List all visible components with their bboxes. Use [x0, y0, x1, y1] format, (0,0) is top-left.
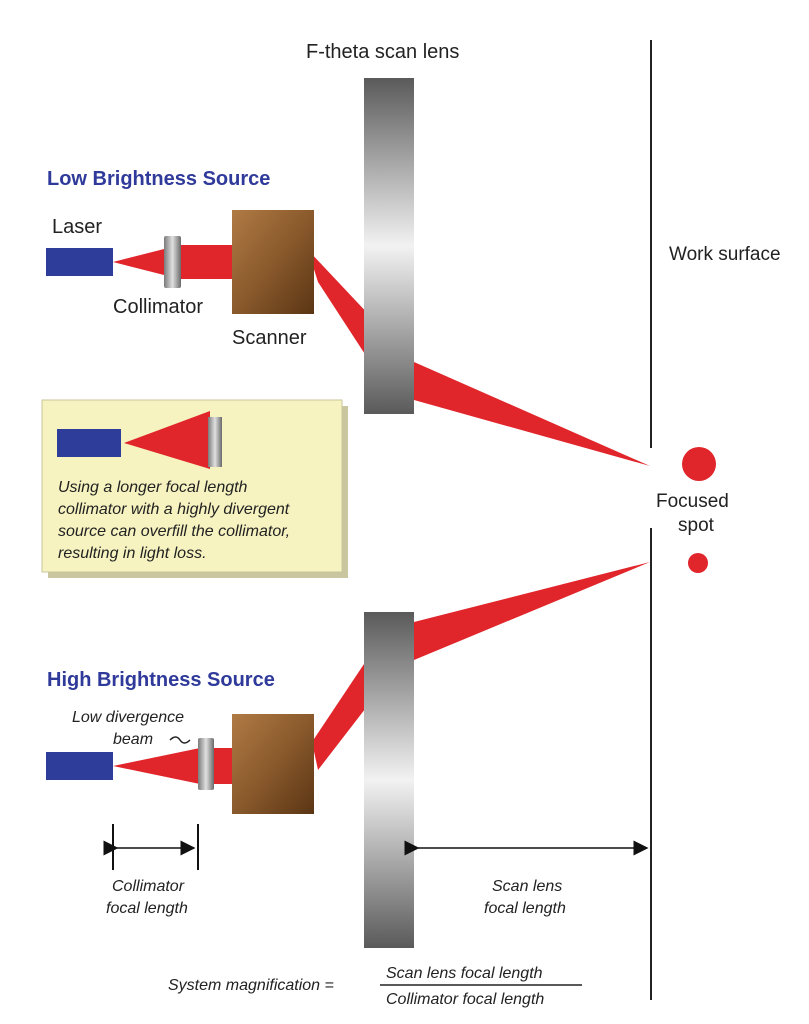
focused-spot-large [682, 447, 716, 481]
scan-lens-bottom [364, 612, 414, 948]
collimator-fl-label-1: Collimator [112, 878, 185, 895]
fraction-numerator: Scan lens focal length [386, 965, 543, 982]
focused-spot-label-1: Focused [656, 491, 729, 512]
fraction-denominator: Collimator focal length [386, 991, 544, 1008]
note-laser-icon [57, 429, 121, 457]
low-brightness-header: Low Brightness Source [47, 168, 270, 190]
scanner-to-lens-beam-bottom [312, 652, 372, 770]
focused-spot-small [688, 553, 708, 573]
lens-title: F-theta scan lens [306, 41, 459, 63]
collimator-top [164, 236, 181, 288]
scanner-to-lens-beam-top [308, 250, 372, 365]
scan-lens-fl-label-1: Scan lens [492, 878, 562, 895]
scan-lens-fl-label-2: focal length [484, 900, 566, 917]
low-divergence-pointer [169, 736, 191, 744]
collimator-bottom [198, 738, 214, 790]
focused-spot-label-2: spot [678, 515, 715, 536]
collimator-label: Collimator [113, 296, 203, 318]
scanner-bottom [232, 714, 314, 814]
low-divergence-label-1: Low divergence [72, 709, 184, 726]
note-line-3: source can overfill the collimator, [58, 523, 290, 540]
laser-label: Laser [52, 216, 102, 238]
scanner-top [232, 210, 314, 314]
lens-to-spot-beam-top [414, 362, 650, 466]
note-line-2: collimator with a highly divergent [58, 501, 290, 518]
note-line-4: resulting in light loss. [58, 545, 207, 562]
work-surface-label: Work surface [669, 244, 781, 265]
note-beam-icon [124, 411, 210, 469]
lens-to-spot-beam-bottom [414, 562, 650, 660]
system-magnification-label: System magnification = [168, 977, 334, 994]
laser-source-bottom [46, 752, 113, 780]
laser-beam-bottom [113, 748, 200, 784]
low-divergence-label-2: beam [113, 731, 153, 748]
note-collimator-icon [208, 417, 222, 467]
scanner-label: Scanner [232, 327, 307, 349]
collimator-fl-label-2: focal length [106, 900, 188, 917]
scan-lens-top [364, 78, 414, 414]
laser-beam-top [113, 248, 168, 276]
laser-source-top [46, 248, 113, 276]
note-line-1: Using a longer focal length [58, 479, 248, 496]
high-brightness-header: High Brightness Source [47, 669, 275, 691]
